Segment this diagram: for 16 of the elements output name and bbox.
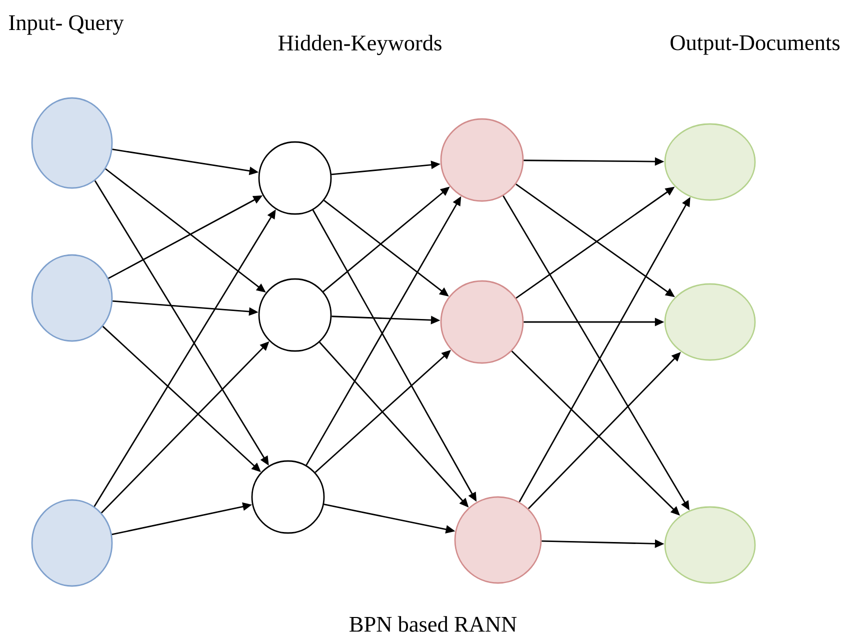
neuron-circle — [664, 283, 756, 361]
neuron-circle — [31, 97, 113, 189]
neuron-circle — [31, 254, 113, 342]
neuron-circle — [31, 499, 113, 587]
neuron-circle — [440, 118, 524, 202]
neuron-circle — [664, 123, 756, 201]
layer-label: Hidden-Keywords — [278, 34, 442, 56]
neuron-circle — [664, 506, 756, 584]
neuron-circle — [258, 141, 332, 215]
neuron-circle — [440, 280, 524, 364]
layer-label: Input- Query — [9, 15, 124, 35]
neuron-circle — [258, 278, 332, 352]
neuron-circle — [454, 496, 542, 584]
neuron-circle — [251, 460, 325, 534]
layer-label: Output-Documents — [670, 35, 840, 55]
caption: BPN based RANN — [350, 616, 517, 632]
